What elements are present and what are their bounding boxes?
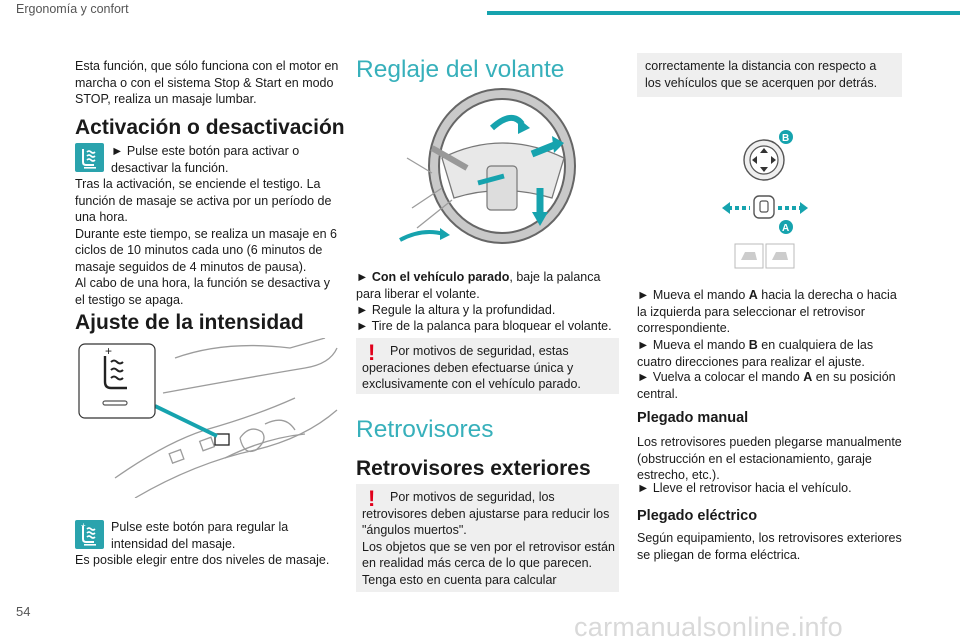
heading-exterior-mirrors: Retrovisores exteriores: [356, 457, 591, 480]
wheel-bullet1-text: , baje la palanca para liberar el volant…: [356, 270, 601, 301]
heading-electric-folding: Plegado eléctrico: [637, 508, 758, 524]
manual-folding-text: Los retrovisores pueden plegarse manualm…: [637, 435, 902, 482]
activation-bullet: Pulse este botón para activar o desactiv…: [111, 144, 299, 175]
warning-icon: !: [368, 486, 376, 511]
electric-folding-text: Según equipamiento, los retrovisores ext…: [637, 531, 902, 562]
warning-continuation-box: [637, 53, 902, 97]
warning-box-1: [356, 338, 619, 394]
mirror-bullet3-post: en su posición central.: [637, 370, 896, 401]
massage-seat-icon: [75, 143, 104, 172]
intensity-text1: Pulse este botón para regular la intensi…: [111, 520, 289, 551]
mirror-control-illustration: B A: [720, 128, 820, 278]
seat-control-illustration: +: [75, 337, 340, 499]
heading-steering-wheel: Reglaje del volante: [356, 56, 565, 83]
steering-wheel-illustration: [392, 88, 582, 248]
running-header: Ergonomía y confort: [16, 2, 129, 16]
mirror-bullet2-key: B: [748, 338, 758, 352]
mirror-bullet1-key: A: [748, 288, 758, 302]
warning-icon: !: [368, 340, 376, 365]
manual-folding-bullet: Lleve el retrovisor hacia el vehículo.: [637, 481, 852, 495]
page-number: 54: [16, 604, 31, 619]
intensity-text2: Es posible elegir entre dos niveles de m…: [75, 553, 330, 567]
wheel-bullet1-bold: Con el vehículo parado: [371, 270, 510, 284]
label-b: B: [782, 133, 789, 144]
mirror-bullet2-post: en cualquiera de las cuatro direcciones …: [637, 338, 874, 369]
header-rule: [487, 11, 960, 15]
warning-box-2: [356, 484, 619, 592]
label-a: A: [782, 223, 789, 234]
warning-text-2: Por motivos de seguridad, los retrovisor…: [362, 490, 615, 587]
wheel-bullet2: Regule la altura y la profundidad.: [356, 303, 555, 317]
heading-manual-folding: Plegado manual: [637, 410, 749, 426]
svg-text:+: +: [81, 521, 86, 530]
warning-continuation-text: correctamente la distancia con respecto …: [645, 59, 878, 90]
heading-activation: Activación o desactivación: [75, 116, 345, 139]
warning-text-1: Por motivos de seguridad, estas operacio…: [362, 344, 581, 391]
massage-seat-icon: +: [75, 520, 104, 549]
watermark: carmanualsonline.info: [574, 612, 843, 642]
mirror-bullet3-key: A: [803, 370, 813, 384]
activation-text: Tras la activación, se enciende el testi…: [75, 177, 337, 307]
svg-text:+: +: [105, 344, 112, 358]
intro-text: Esta función, que sólo funciona con el m…: [75, 59, 339, 106]
wheel-bullet3: Tire de la palanca para bloquear el vola…: [356, 319, 612, 333]
mirror-bullet3-pre: Vuelva a colocar el mando: [652, 370, 804, 384]
mirror-bullet2-pre: Mueva el mando: [652, 338, 749, 352]
mirror-bullet1-pre: Mueva el mando: [652, 288, 749, 302]
mirror-bullet1-post: hacia la derecha o hacia la izquierda pa…: [637, 288, 897, 335]
heading-mirrors: Retrovisores: [356, 416, 494, 443]
heading-intensity: Ajuste de la intensidad: [75, 311, 304, 334]
